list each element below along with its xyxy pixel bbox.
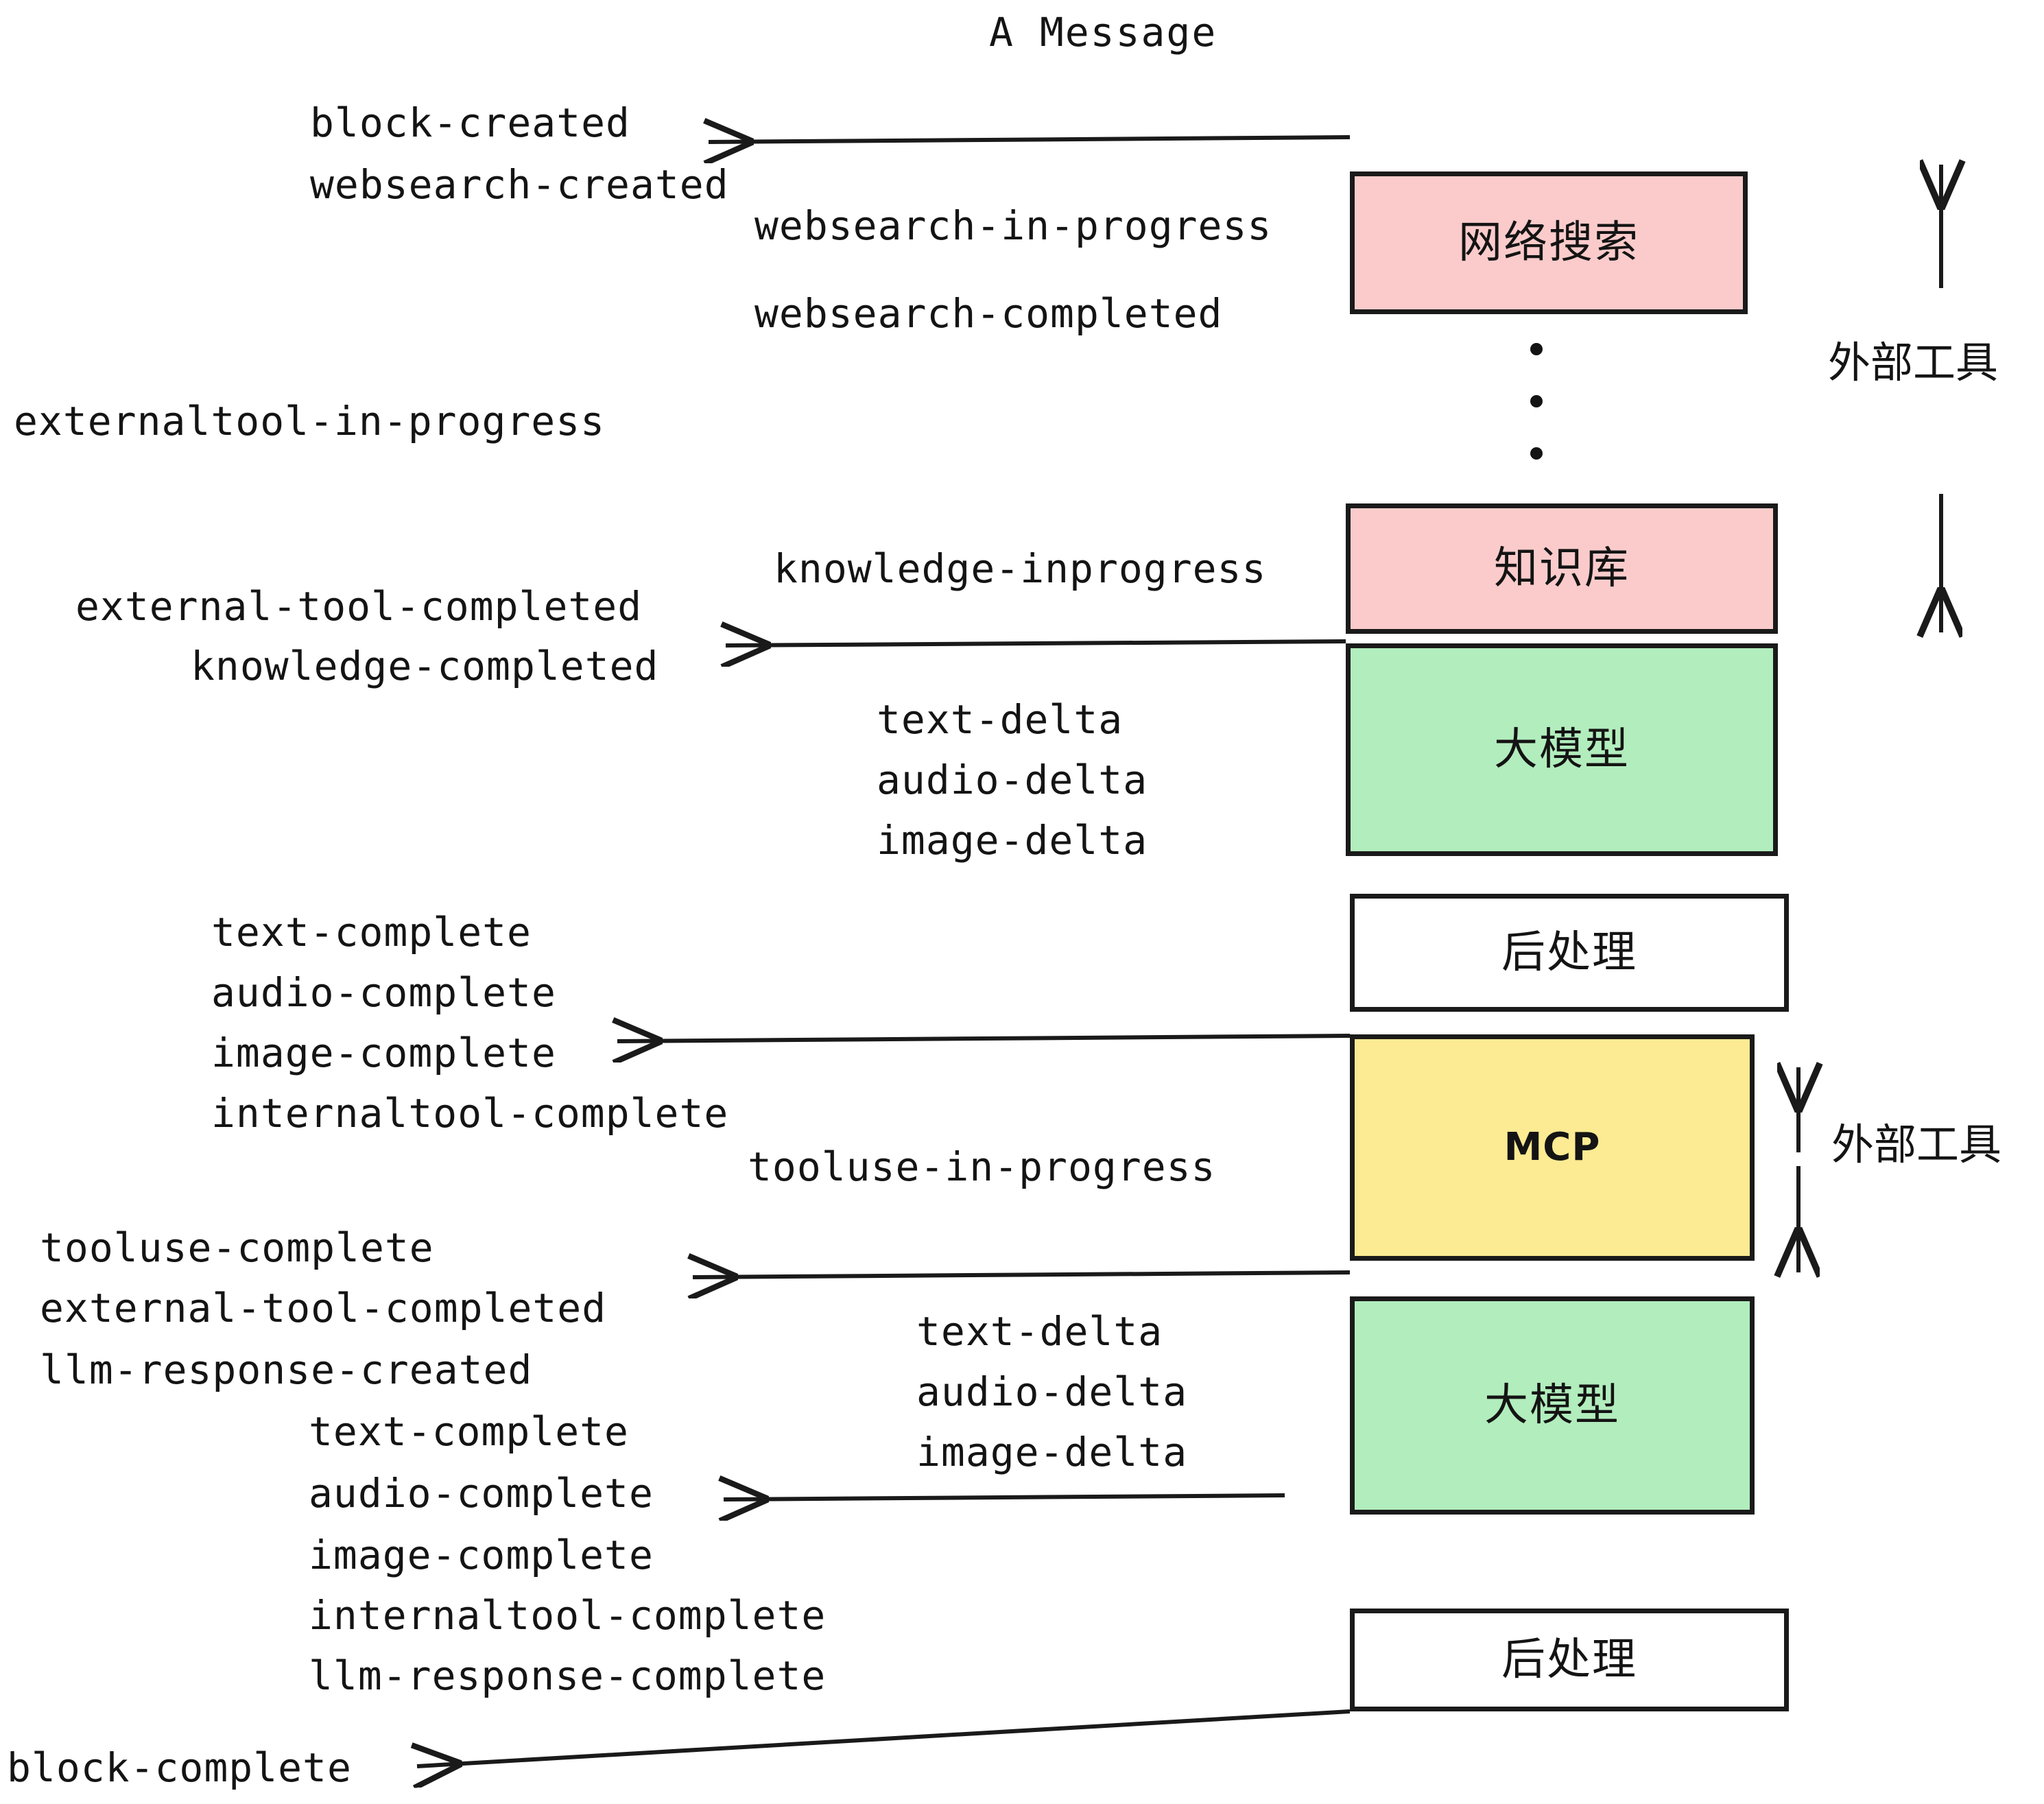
node-llm-first[interactable]: 大模型 [1346,643,1778,856]
ellipsis-dot [1530,343,1543,355]
arrow-knowledge-completed [726,641,1346,645]
node-postprocess-second-label: 后处理 [1501,1635,1637,1685]
arrow-llm2-to-audio-complete [724,1495,1285,1499]
event-audio-delta-1: audio-delta [877,757,1148,803]
event-block-created: block-created [310,99,630,146]
event-llm-response-complete: llm-response-complete [309,1652,827,1699]
node-mcp-label: MCP [1504,1125,1601,1170]
event-image-complete-2: image-complete [309,1532,654,1578]
ellipsis-dot [1530,447,1543,460]
ellipsis-dot [1530,395,1543,407]
event-tooluse-in-progress: tooluse-in-progress [748,1143,1216,1190]
node-knowledge[interactable]: 知识库 [1346,503,1778,634]
event-internaltool-complete-2: internaltool-complete [309,1592,827,1639]
node-llm-second[interactable]: 大模型 [1350,1296,1755,1515]
event-text-complete-1: text-complete [211,909,532,956]
event-text-delta-1: text-delta [877,696,1124,743]
event-websearch-created: websearch-created [310,161,729,208]
event-knowledge-completed: knowledge-completed [191,643,659,689]
page-title: A Message [989,9,1217,56]
node-postprocess-first-label: 后处理 [1501,927,1637,978]
node-llm-second-label: 大模型 [1484,1380,1620,1431]
node-mcp[interactable]: MCP [1350,1034,1755,1261]
vertical-ellipsis [1530,343,1543,460]
event-audio-complete-1: audio-complete [211,969,556,1016]
event-audio-delta-2: audio-delta [916,1368,1188,1415]
event-tooluse-complete: tooluse-complete [40,1224,434,1271]
event-text-complete-2: text-complete [309,1408,629,1455]
event-text-delta-2: text-delta [916,1308,1163,1355]
arrow-postprocess2-to-block-complete [417,1709,1351,1766]
label-external-tool-bottom: 外部工具 [1831,1119,2002,1170]
event-external-tool-completed-1: external-tool-completed [75,583,643,630]
arrow-mcp-to-tooluse-complete [693,1272,1351,1277]
event-external-tool-completed-2: external-tool-completed [40,1285,607,1331]
event-internaltool-complete-1: internaltool-complete [211,1090,729,1137]
node-postprocess-second[interactable]: 后处理 [1350,1609,1789,1711]
event-llm-response-created: llm-response-created [40,1346,533,1393]
arrow-postprocess1-to-complete [617,1036,1351,1041]
event-image-delta-2: image-delta [916,1429,1188,1475]
event-websearch-in-progress: websearch-in-progress [754,202,1272,249]
node-websearch[interactable]: 网络搜索 [1350,171,1748,314]
node-postprocess-first[interactable]: 后处理 [1350,894,1789,1012]
arrow-websearch-to-created [709,137,1351,142]
node-knowledge-label: 知识库 [1494,543,1630,594]
event-audio-complete-2: audio-complete [309,1470,654,1517]
event-knowledge-inprogress: knowledge-inprogress [774,545,1267,592]
event-block-complete: block-complete [7,1744,352,1791]
node-websearch-label: 网络搜索 [1458,217,1639,268]
node-llm-first-label: 大模型 [1494,724,1630,775]
event-externaltool-in-progress: externaltool-in-progress [14,398,606,444]
event-image-complete-1: image-complete [211,1030,556,1076]
event-image-delta-1: image-delta [877,817,1148,864]
event-websearch-completed: websearch-completed [754,290,1223,337]
label-external-tool-top: 外部工具 [1828,337,1999,388]
